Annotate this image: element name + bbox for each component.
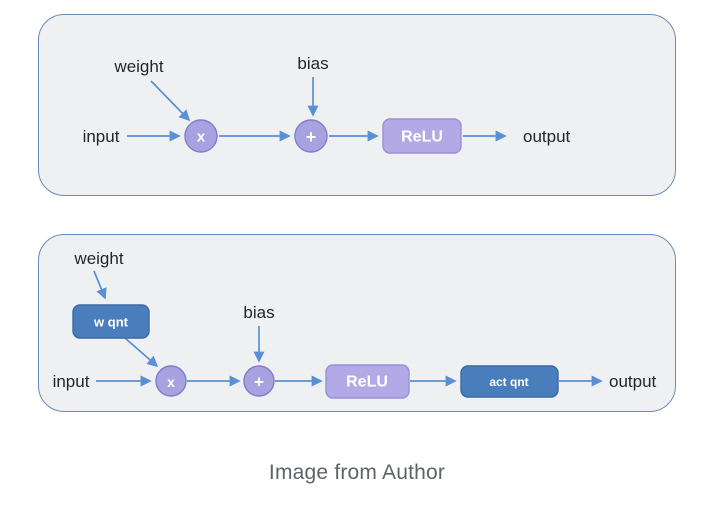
add-node	[243, 365, 275, 397]
input-label: input	[83, 127, 120, 146]
weight-quantize-box	[72, 304, 150, 339]
weight-label: weight	[73, 249, 123, 268]
bias-label: bias	[297, 54, 328, 73]
wqnt-to-multiply-arrow	[124, 337, 159, 368]
relu-box-label: ReLU	[346, 374, 388, 391]
activation-quantize-box	[460, 365, 559, 398]
quantized-flow-panel: weight bias input output w qnt x +	[38, 234, 676, 412]
relu-box-label: ReLU	[401, 129, 443, 146]
activation-quantize-box-label: act qnt	[489, 375, 528, 389]
multiply-node	[184, 119, 218, 153]
float-flow-panel: weight bias input output x + ReLU	[38, 14, 676, 196]
bias-label: bias	[243, 303, 274, 322]
float-flow-diagram: weight bias input output x + ReLU	[83, 54, 571, 154]
multiply-node	[155, 365, 187, 397]
add-node-label: +	[306, 127, 317, 147]
multiply-node-label: x	[197, 129, 206, 146]
quantized-flow-diagram: weight bias input output w qnt x +	[53, 249, 657, 399]
weight-to-wqnt-arrow	[93, 270, 107, 300]
relu-box	[325, 364, 410, 399]
relu-box	[382, 118, 462, 154]
output-label: output	[523, 127, 571, 146]
add-node-label: +	[254, 373, 264, 392]
weight-quantize-box-label: w qnt	[93, 315, 129, 330]
weight-to-multiply-arrow	[150, 80, 191, 122]
input-label: input	[53, 372, 90, 391]
weight-label: weight	[113, 57, 163, 76]
image-caption: Image from Author	[268, 461, 446, 484]
multiply-node-label: x	[167, 374, 175, 390]
output-label: output	[609, 372, 657, 391]
add-node	[294, 119, 328, 153]
